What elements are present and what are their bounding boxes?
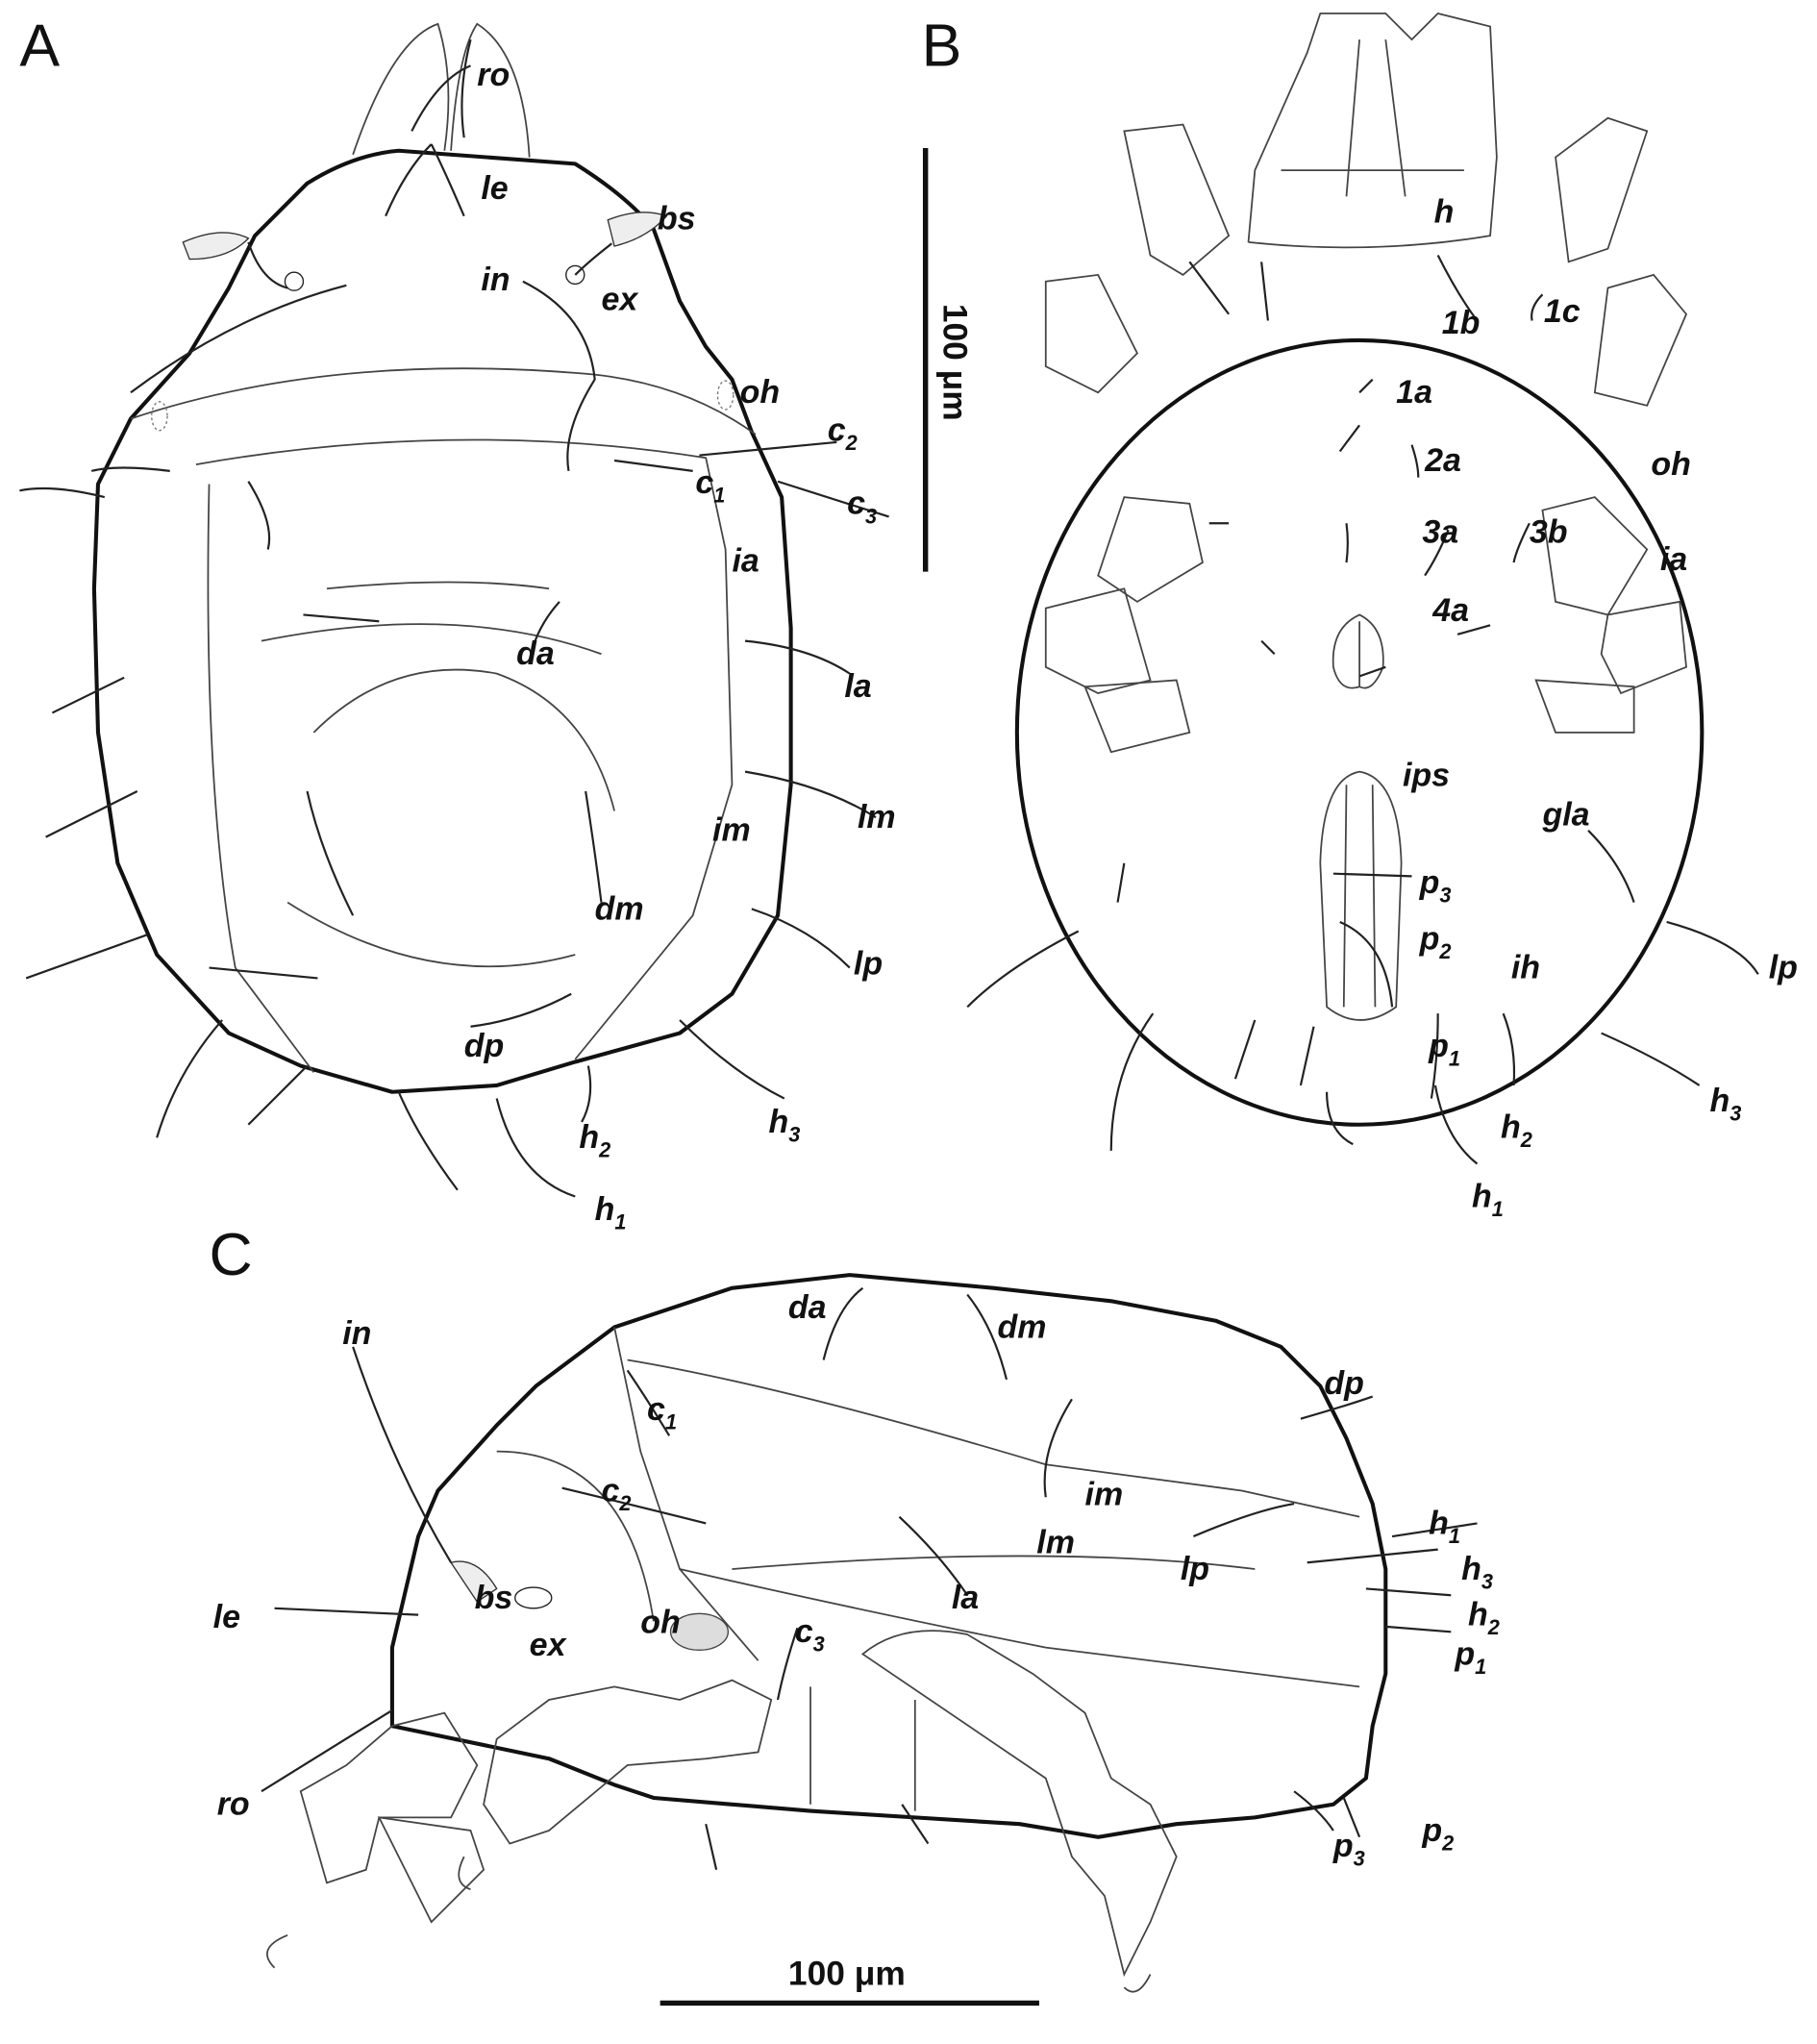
seta-label-a-dm: dm — [595, 890, 644, 927]
scale-bar-horizontal-label: 100 μm — [788, 1955, 906, 1992]
seta-label-a-c3: c3 — [847, 486, 877, 529]
seta-label-a-lp: lp — [854, 945, 883, 982]
seta-label-a-h1: h1 — [595, 1191, 627, 1234]
seta-label-b-p3: p3 — [1419, 864, 1452, 908]
seta-label-b-h2: h2 — [1501, 1109, 1532, 1152]
panel-a-bothridial-sensilli — [151, 212, 734, 432]
panel-label-c: C — [210, 1221, 253, 1288]
seta-label-a-oh: oh — [740, 374, 781, 411]
seta-label-a-dp: dp — [464, 1028, 505, 1064]
seta-label-b-h1: h1 — [1472, 1178, 1504, 1221]
seta-label-a-ro: ro — [477, 57, 510, 93]
panel-a-dorsosejugal-line — [130, 367, 757, 436]
seta-label-b-h3: h3 — [1710, 1083, 1742, 1126]
seta-label-c-h2: h2 — [1468, 1597, 1500, 1640]
seta-label-a-le: le — [481, 170, 508, 207]
seta-label-b-2a: 2a — [1424, 442, 1461, 479]
seta-label-c-c1: c1 — [647, 1391, 677, 1434]
seta-label-a-h2: h2 — [579, 1119, 610, 1162]
seta-label-c-p3: p3 — [1332, 1828, 1365, 1871]
scale-bar-vertical-label: 100 μm — [936, 304, 974, 421]
seta-label-b-oh: oh — [1651, 446, 1691, 483]
panel-c-setae — [261, 1286, 1478, 1871]
seta-label-b-h: h — [1434, 194, 1455, 231]
seta-label-b-3b: 3b — [1530, 514, 1568, 551]
panel-a-body-outline — [91, 148, 793, 1094]
seta-label-a-im: im — [712, 812, 751, 849]
seta-label-c-dm: dm — [997, 1309, 1046, 1345]
seta-label-c-p2: p2 — [1421, 1812, 1454, 1856]
panel-label-a: A — [19, 12, 60, 79]
panel-b-genital-plate — [1332, 613, 1384, 689]
panel-a-rostrum — [352, 22, 531, 158]
seta-label-a-da: da — [516, 636, 555, 672]
seta-label-c-lm: lm — [1036, 1525, 1075, 1561]
seta-label-a-ex: ex — [601, 282, 639, 318]
seta-label-c-p1: p1 — [1454, 1635, 1486, 1679]
panel-b-gnathosoma — [1247, 12, 1498, 249]
seta-label-c-im: im — [1085, 1476, 1124, 1512]
seta-label-a-la: la — [844, 668, 871, 705]
seta-label-c-h1: h1 — [1429, 1505, 1460, 1548]
seta-label-b-p2: p2 — [1419, 921, 1452, 964]
panel-b-body-outline — [1014, 337, 1705, 1127]
panel-c-legs — [266, 1630, 1178, 1993]
panel-a-dorsal-view — [19, 22, 889, 1198]
seta-label-b-ih: ih — [1511, 949, 1540, 985]
seta-label-b-4a: 4a — [1431, 592, 1469, 629]
seta-label-b-lp: lp — [1769, 949, 1798, 985]
seta-label-b-3a: 3a — [1422, 514, 1458, 551]
seta-label-c-ex: ex — [530, 1627, 568, 1663]
seta-label-c-da: da — [788, 1289, 827, 1326]
panel-a-setae — [19, 38, 889, 1198]
seta-label-a-ia: ia — [732, 543, 759, 580]
panel-b-anal-plate — [1319, 770, 1403, 1021]
seta-label-c-h3: h3 — [1461, 1551, 1493, 1594]
seta-label-c-oh: oh — [640, 1605, 681, 1641]
seta-label-a-bs: bs — [658, 200, 696, 237]
seta-label-c-in: in — [342, 1315, 371, 1352]
seta-label-b-gla: gla — [1541, 796, 1589, 833]
seta-label-c-lp: lp — [1181, 1551, 1209, 1587]
seta-label-c-dp: dp — [1324, 1365, 1364, 1402]
seta-label-c-c3: c3 — [795, 1613, 825, 1657]
seta-label-c-c2: c2 — [601, 1472, 631, 1515]
panel-b-legs — [1044, 116, 1688, 754]
seta-label-a-in: in — [481, 262, 510, 298]
seta-label-b-ia: ia — [1660, 541, 1687, 578]
seta-label-a-h3: h3 — [769, 1104, 801, 1147]
panel-c-lateral-view — [261, 1273, 1478, 1993]
seta-label-b-ips: ips — [1403, 758, 1450, 794]
seta-label-c-le: le — [213, 1599, 240, 1635]
seta-label-a-c1: c1 — [695, 464, 725, 508]
seta-label-a-lm: lm — [858, 799, 896, 835]
seta-label-c-la: la — [952, 1580, 979, 1616]
seta-label-c-ro: ro — [217, 1786, 250, 1823]
panel-a-notogaster-lines — [195, 438, 734, 1073]
panel-c-sensillus — [449, 1560, 730, 1652]
panel-c-internal-lines — [496, 1327, 1360, 1811]
seta-label-b-1c: 1c — [1544, 293, 1581, 330]
panel-c-body-outline — [389, 1273, 1388, 1839]
panel-label-b: B — [922, 12, 962, 79]
seta-label-a-c2: c2 — [828, 412, 858, 456]
panel-b-setae — [966, 255, 1759, 1165]
seta-label-b-1b: 1b — [1442, 305, 1481, 341]
seta-label-b-p1: p1 — [1428, 1028, 1460, 1071]
seta-label-c-bs: bs — [475, 1580, 513, 1616]
panel-b-ventral-view — [966, 12, 1759, 1165]
seta-label-b-1a: 1a — [1396, 374, 1432, 411]
